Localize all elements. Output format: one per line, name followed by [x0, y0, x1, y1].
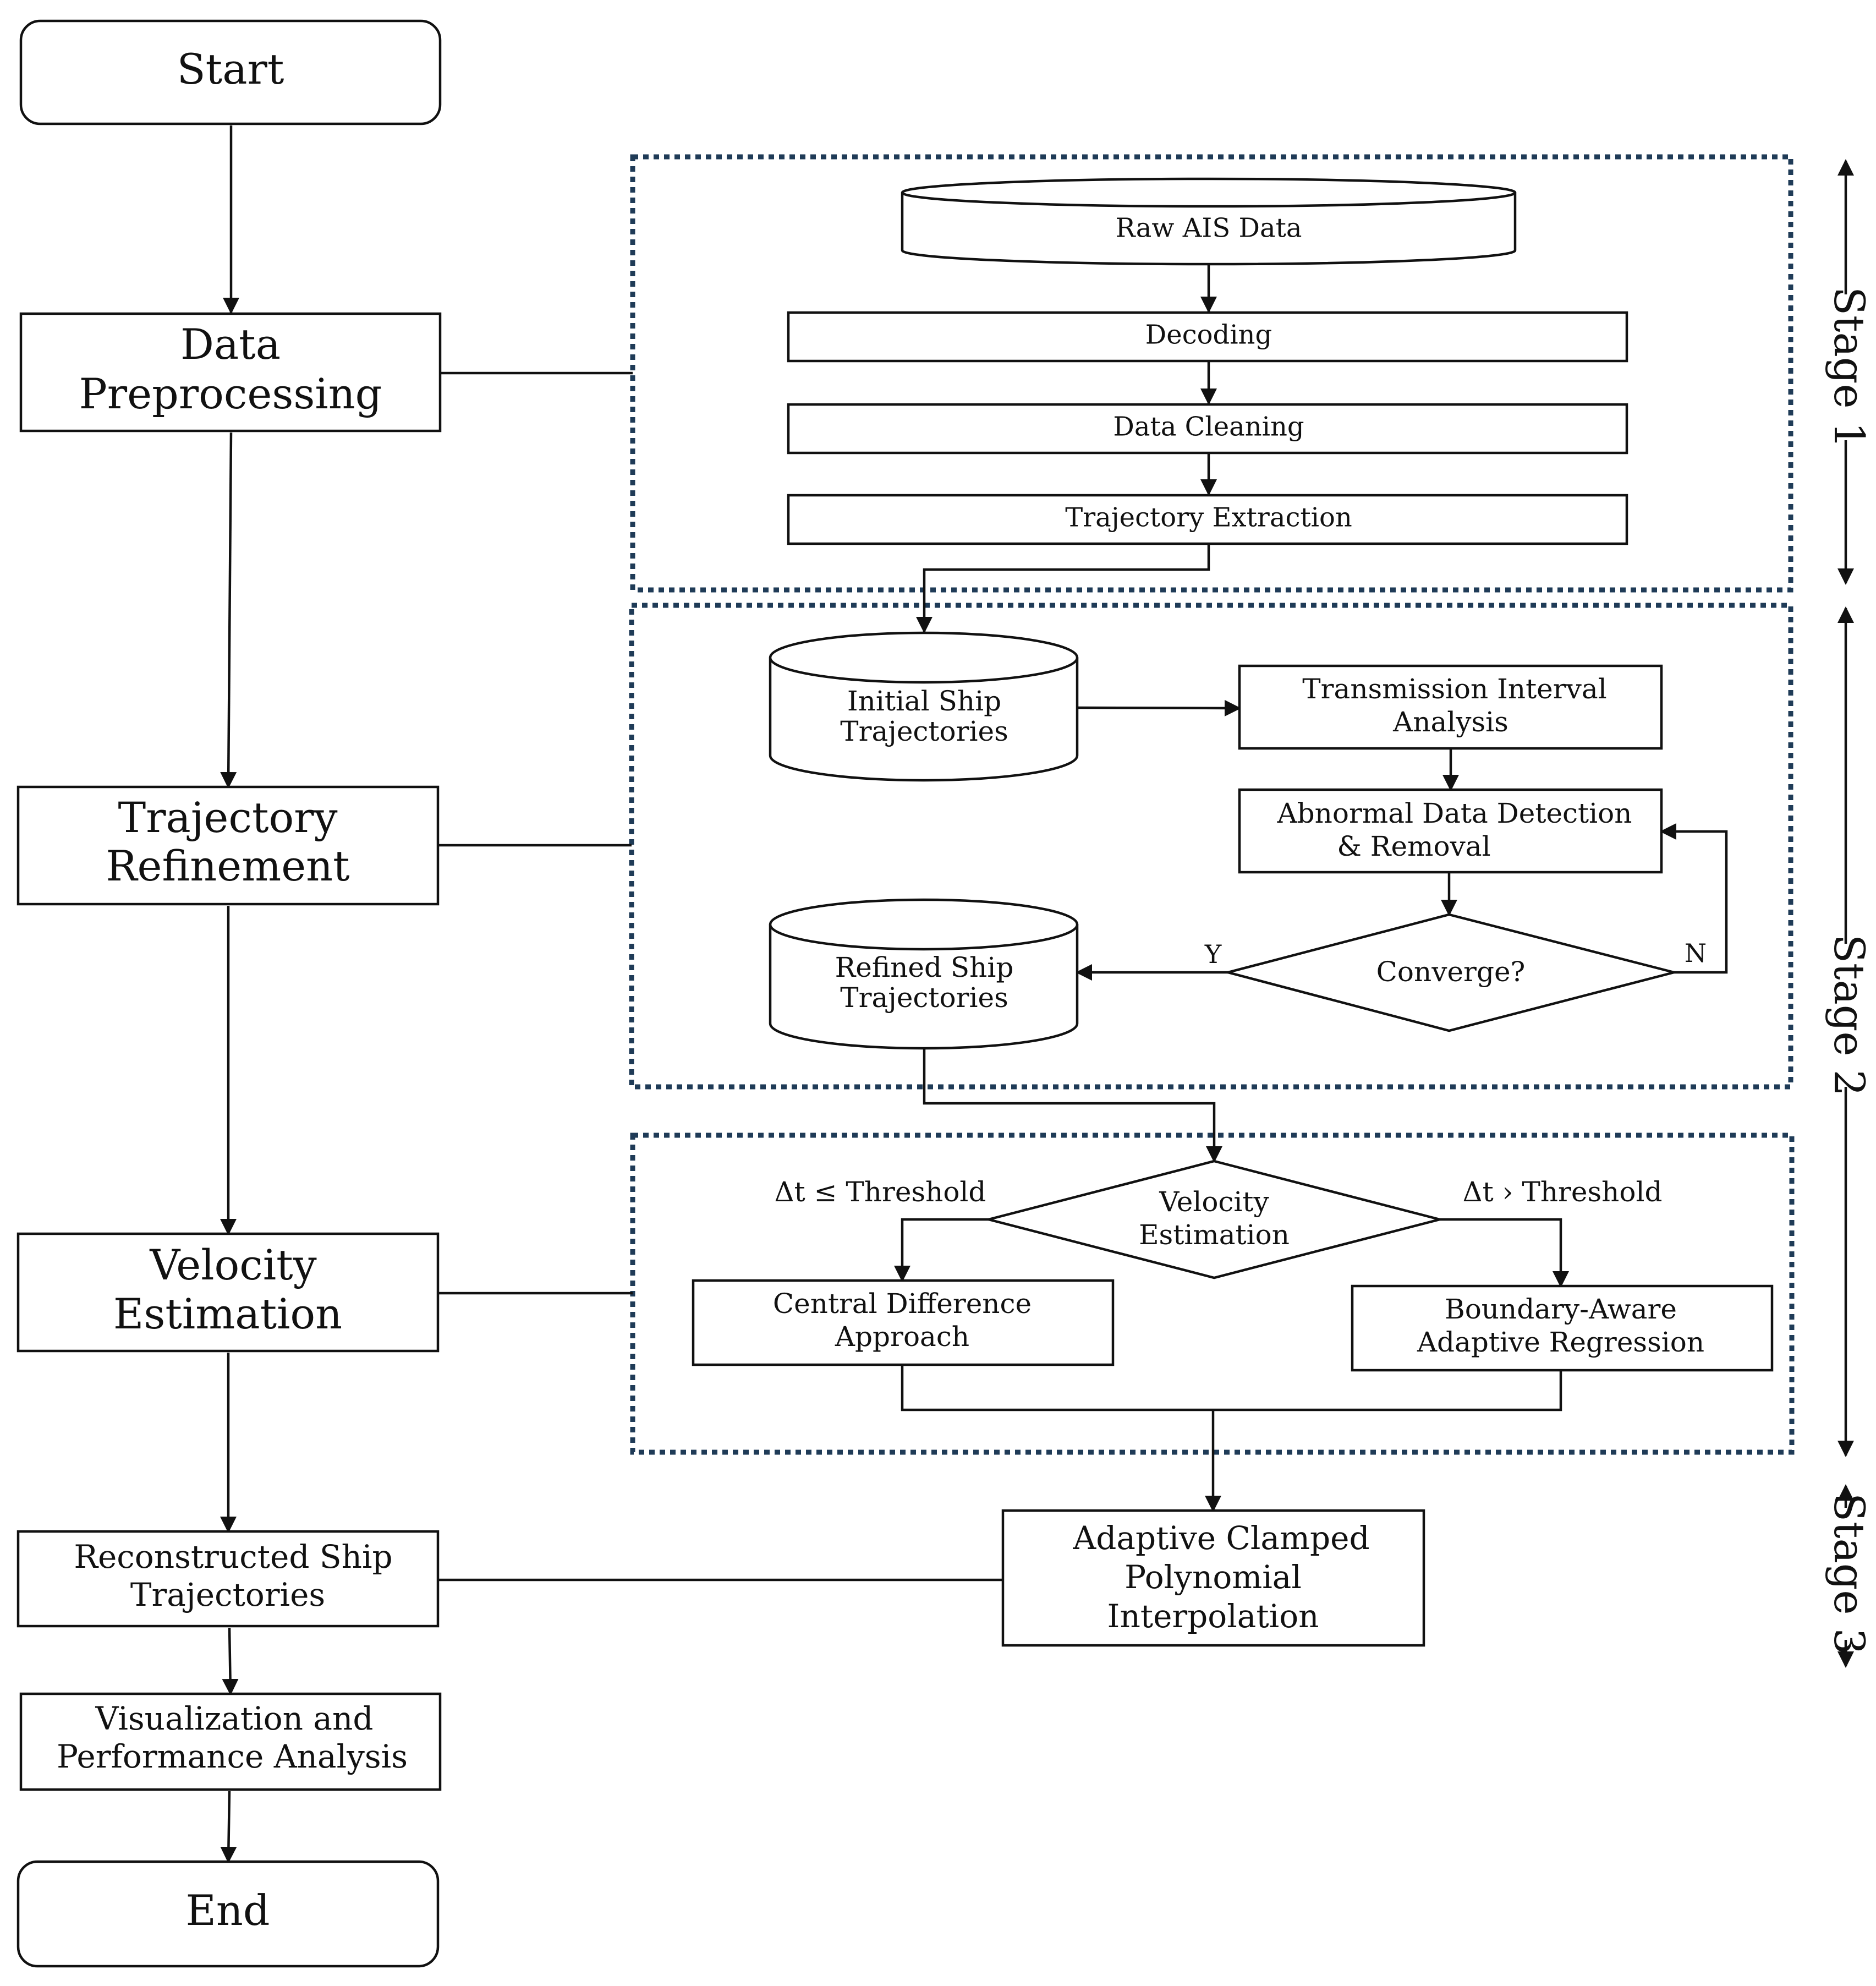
- arrow-reconstructed-to-visualization: [222, 1627, 239, 1695]
- visualization-label-line1: Visualization and: [95, 1700, 374, 1737]
- refined-trajectories-label-line1: Refined Ship: [835, 951, 1014, 983]
- reconstructed-trajectories-box: [17, 1530, 440, 1628]
- stage2-box: [629, 603, 1793, 1090]
- boundary-aware-label-line2: Adaptive Regression: [1417, 1326, 1704, 1358]
- data-cleaning-label: Data Cleaning: [1113, 412, 1304, 442]
- velocity-estimation-label-line1: Velocity: [149, 1240, 316, 1289]
- trajectory-refinement-label-line2: Refinement: [106, 841, 349, 890]
- data-preprocessing-label-line2: Preprocessing: [79, 369, 382, 418]
- data-cleaning-box: [787, 403, 1628, 455]
- boundary-aware-box: [1351, 1284, 1774, 1372]
- raw-ais-cylinder: [901, 177, 1517, 266]
- arrow-visualization-to-end: [220, 1791, 237, 1863]
- start-label: Start: [177, 45, 284, 94]
- gt-threshold-label: Δt › Threshold: [1463, 1176, 1663, 1208]
- refined-trajectories-cylinder: [769, 898, 1079, 1050]
- raw-ais-label: Raw AIS Data: [1116, 213, 1302, 244]
- yes-label: Y: [1204, 939, 1222, 969]
- interpolation-label-line1: Adaptive Clamped: [1072, 1519, 1369, 1557]
- velocity-estimation-label-line2: Estimation: [113, 1289, 342, 1338]
- no-label: N: [1685, 938, 1707, 968]
- reconstructed-label-line2: Trajectories: [130, 1576, 325, 1613]
- transmission-label-line1: Transmission Interval: [1302, 673, 1606, 705]
- transmission-label-line2: Analysis: [1392, 706, 1509, 738]
- data-preprocessing-label-line1: Data: [180, 320, 281, 369]
- arrow-preprocessing-to-refinement: [220, 432, 237, 789]
- stage1-box: [630, 154, 1793, 593]
- decoding-box: [787, 311, 1628, 363]
- interpolation-label-line2: Polynomial: [1124, 1558, 1302, 1596]
- interpolation-box: [1001, 1509, 1425, 1647]
- boundary-aware-label-line1: Boundary-Aware: [1445, 1293, 1677, 1325]
- velocity-estimation-decision: [984, 1159, 1445, 1279]
- initial-trajectories-label-line1: Initial Ship: [847, 685, 1001, 717]
- initial-trajectories-label-line2: Trajectories: [840, 715, 1008, 747]
- trajectory-extraction-box: [787, 494, 1628, 545]
- trajectory-extraction-label: Trajectory Extraction: [1065, 502, 1352, 533]
- transmission-interval-box: [1238, 664, 1663, 750]
- arrow-extraction-to-initial: [916, 545, 1210, 633]
- trajectory-refinement-label-line1: Trajectory: [118, 793, 338, 842]
- le-threshold-label: Δt ≤ Threshold: [775, 1176, 986, 1208]
- trajectory-refinement-box: [17, 785, 440, 906]
- stage3-label: Stage 3: [1825, 1493, 1874, 1655]
- initial-trajectories-cylinder: [769, 631, 1079, 782]
- data-preprocessing-box: [19, 312, 442, 433]
- end-label: End: [185, 1886, 270, 1935]
- refined-trajectories-label-line2: Trajectories: [840, 982, 1008, 1014]
- velocity-decision-label-line2: Estimation: [1139, 1219, 1290, 1251]
- interpolation-label-line3: Interpolation: [1107, 1597, 1319, 1635]
- velocity-estimation-box: [17, 1232, 440, 1353]
- visualization-box: [19, 1692, 442, 1791]
- stage1-label: Stage 1: [1825, 287, 1874, 448]
- central-difference-box: [692, 1279, 1115, 1366]
- abnormal-label-line1: Abnormal Data Detection: [1277, 797, 1632, 829]
- converge-decision: [1223, 913, 1675, 1032]
- velocity-decision-label-line1: Velocity: [1159, 1186, 1269, 1218]
- central-difference-label-line2: Approach: [835, 1321, 969, 1353]
- visualization-label-line2: Performance Analysis: [57, 1738, 408, 1775]
- reconstructed-label-line1: Reconstructed Ship: [74, 1538, 392, 1575]
- arrow-decision-to-central: [894, 1218, 989, 1282]
- abnormal-label-line2: & Removal: [1337, 830, 1490, 862]
- merge-line: [901, 1364, 1562, 1411]
- converge-label: Converge?: [1376, 956, 1526, 988]
- end-terminal: [17, 1860, 440, 1968]
- decoding-label: Decoding: [1145, 320, 1272, 351]
- arrow-converge-no-loop: [1660, 823, 1728, 974]
- central-difference-label-line1: Central Difference: [773, 1288, 1032, 1320]
- stage2-label: Stage 2: [1825, 934, 1874, 1096]
- start-terminal: [19, 19, 442, 125]
- arrow-refined-to-velocity-decision: [923, 1048, 1222, 1163]
- abnormal-detection-box: [1238, 788, 1663, 874]
- arrow-decision-to-boundary: [1440, 1218, 1569, 1288]
